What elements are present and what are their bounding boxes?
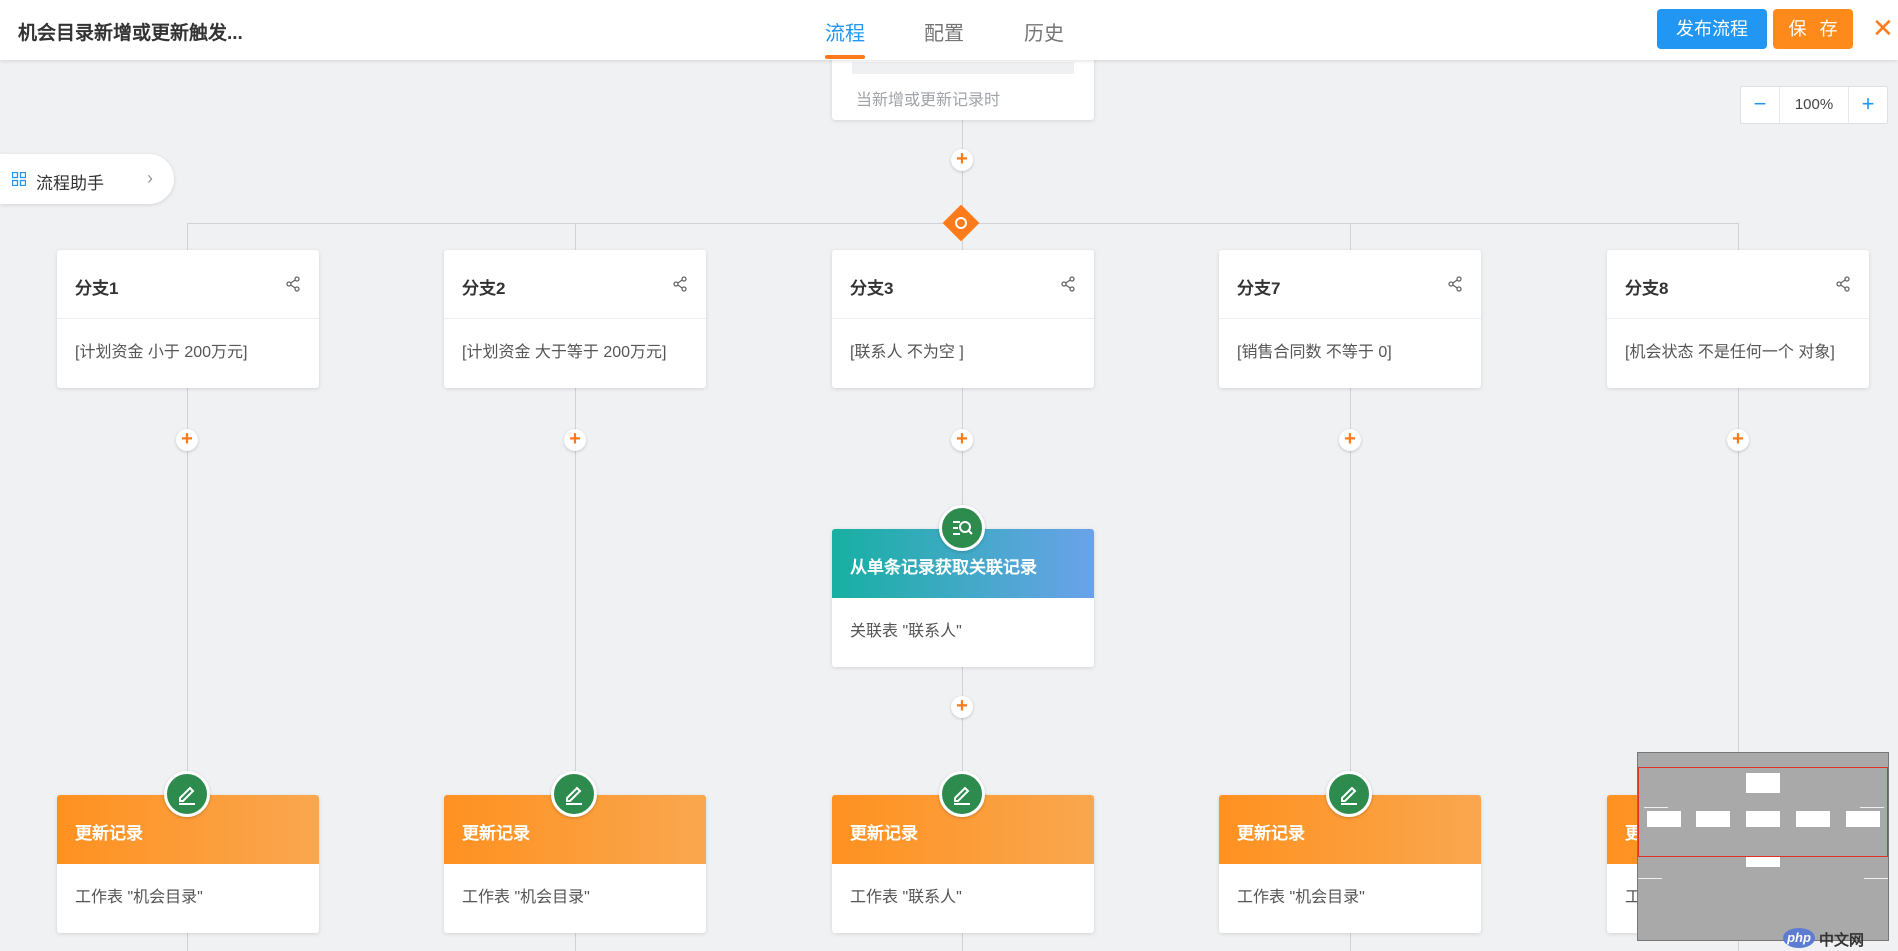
branch2-connector [575,223,576,951]
top-bar: 机会目录新增或更新触发... 流程 配置 历史 发布流程 保 存 ✕ [0,0,1898,60]
add-node-button[interactable]: + [564,429,586,451]
branch-card[interactable]: 分支1 [计划资金 小于 200万元] [57,250,319,388]
branch-card[interactable]: 分支8 [机会状态 不是任何一个 对象] [1607,250,1869,388]
minimap-connector [1860,807,1884,808]
branch-condition: [计划资金 大于等于 200万元] [462,344,667,361]
assistant-label: 流程助手 [36,174,104,193]
tab-history[interactable]: 历史 [1024,23,1064,45]
add-node-button[interactable]: + [176,429,198,451]
tab-flow[interactable]: 流程 [825,23,865,45]
save-button[interactable]: 保 存 [1773,9,1853,49]
branch-name: 分支1 [75,279,119,298]
branch-name: 分支2 [462,279,506,298]
node-detail: 工作表 "机会目录" [75,889,203,906]
share-icon[interactable] [1835,276,1851,292]
minimap-viewport[interactable] [1638,767,1888,857]
add-node-button[interactable]: + [951,429,973,451]
node-title: 更新记录 [1237,824,1305,843]
watermark-badge: php [1783,928,1815,948]
node-detail: 关联表 "联系人" [850,623,962,640]
branch-card[interactable]: 分支2 [计划资金 大于等于 200万元] [444,250,706,388]
update-record-node[interactable]: 更新记录 工作表 "机会目录" [444,795,706,933]
minimap-node [1647,811,1681,827]
share-icon[interactable] [1060,276,1076,292]
add-node-button[interactable]: + [951,696,973,718]
edit-icon [939,771,985,817]
node-title: 更新记录 [75,824,143,843]
branch-condition: [联系人 不为空 ] [850,344,964,361]
watermark: php 中文网 [1783,928,1895,949]
minimap-node [1846,811,1880,827]
minimap-node [1746,811,1780,827]
edit-icon [1326,771,1372,817]
edit-icon [551,771,597,817]
update-record-node[interactable]: 更新记录 工作表 "机会目录" [1219,795,1481,933]
node-detail: 工作表 "联系人" [850,889,962,906]
minimap-connector [1644,807,1668,808]
active-tab-indicator [825,55,865,59]
flow-title: 机会目录新增或更新触发... [18,23,243,44]
branch-card[interactable]: 分支7 [销售合同数 不等于 0] [1219,250,1481,388]
branch8-connector [1738,223,1739,951]
close-icon[interactable]: ✕ [1872,13,1894,43]
node-title: 从单条记录获取关联记录 [850,558,1037,577]
node-detail: 工作表 "机会目录" [1237,889,1365,906]
search-list-icon [939,505,985,551]
branch-name: 分支3 [850,279,894,298]
minimap-node [1746,857,1780,867]
publish-flow-button[interactable]: 发布流程 [1657,9,1767,49]
zoom-level: 100% [1779,87,1849,123]
branch1-connector [187,223,188,951]
minimap-node [1796,811,1830,827]
branch-name: 分支8 [1625,279,1669,298]
branch-gateway-icon[interactable] [942,204,980,242]
trigger-title-bar [852,62,1074,74]
flow-assistant-button[interactable]: 流程助手 › [0,154,174,204]
zoom-in-button[interactable]: + [1861,91,1875,116]
share-icon[interactable] [285,276,301,292]
zoom-out-button[interactable]: − [1753,91,1767,116]
branch-condition: [计划资金 小于 200万元] [75,344,248,361]
branch7-connector [1350,223,1351,951]
share-icon[interactable] [1447,276,1463,292]
branch-name: 分支7 [1237,279,1281,298]
add-node-button[interactable]: + [1339,429,1361,451]
chevron-right-icon: › [147,168,153,188]
add-node-button[interactable]: + [1727,429,1749,451]
minimap-node [1746,773,1780,793]
branch-condition: [销售合同数 不等于 0] [1237,344,1392,361]
minimap-connector [1864,878,1888,879]
watermark-text: 中文网 [1819,932,1865,949]
add-node-button[interactable]: + [951,149,973,171]
minimap[interactable] [1637,752,1889,941]
branch-condition: [机会状态 不是任何一个 对象] [1625,344,1835,361]
node-title: 更新记录 [850,824,918,843]
minimap-node [1696,811,1730,827]
grid-icon [12,172,26,186]
minimap-connector [1638,878,1662,879]
node-detail: 工作表 "机会目录" [462,889,590,906]
zoom-control: − 100% + [1740,86,1888,124]
share-icon[interactable] [672,276,688,292]
node-title: 更新记录 [462,824,530,843]
tab-config[interactable]: 配置 [924,23,964,45]
branch-card[interactable]: 分支3 [联系人 不为空 ] [832,250,1094,388]
edit-icon [164,771,210,817]
trigger-description: 当新增或更新记录时 [856,92,1001,109]
